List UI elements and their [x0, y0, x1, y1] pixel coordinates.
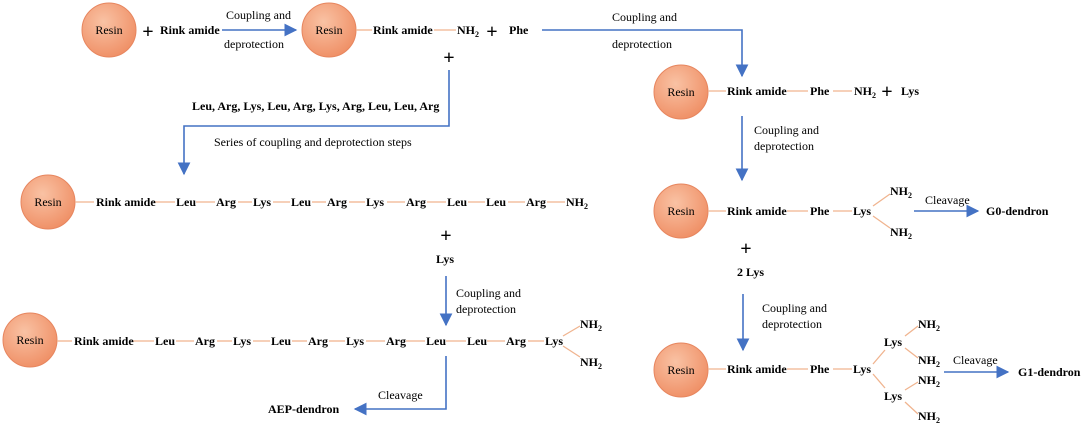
cleavage-label: Cleavage: [925, 193, 970, 207]
g1-dendron-label: G1-dendron: [1018, 365, 1081, 379]
plus-sign: +: [443, 47, 454, 69]
reaction-arrows: [177, 23, 1010, 416]
rink-amide-label: Rink amide: [96, 195, 156, 209]
residue-leu: Leu: [426, 334, 446, 348]
g0-dendron-label: G0-dendron: [986, 204, 1049, 218]
svg-text:Resin: Resin: [667, 363, 694, 377]
residue-arg: Arg: [308, 334, 328, 348]
coupling-label: Coupling and: [612, 10, 677, 24]
residue-leu: Leu: [176, 195, 196, 209]
amine-group: NH2: [580, 355, 602, 371]
residue-leu: Leu: [271, 334, 291, 348]
amine-group: NH2: [918, 353, 940, 369]
coupling-label: Coupling and: [754, 123, 819, 137]
residue-leu: Leu: [467, 334, 487, 348]
phe-label: Phe: [810, 204, 830, 218]
amine-group: NH2: [580, 317, 602, 333]
resin-bead: Resin: [301, 2, 357, 58]
residue-lys: Lys: [233, 334, 251, 348]
plus-sign: +: [486, 21, 497, 43]
deprotection-label: deprotection: [754, 139, 814, 153]
amine-group: NH2: [918, 317, 940, 333]
residue-lys: Lys: [366, 195, 384, 209]
resin-bead: Resin: [653, 342, 709, 398]
rink-amide-label: Rink amide: [74, 334, 134, 348]
plus-sign: +: [881, 81, 892, 103]
svg-text:Resin: Resin: [667, 204, 694, 218]
phe-label: Phe: [810, 84, 830, 98]
plus-sign: +: [440, 225, 451, 247]
residue-arg: Arg: [216, 195, 236, 209]
plus-sign: +: [740, 238, 751, 260]
phe-label: Phe: [810, 362, 830, 376]
amine-group: NH2: [457, 23, 479, 39]
coupling-label: Coupling and: [762, 301, 827, 315]
arrow-series-steps: [177, 70, 450, 176]
deprotection-label: deprotection: [612, 37, 672, 51]
residue-arg: Arg: [506, 334, 526, 348]
residue-lys: Lys: [253, 195, 271, 209]
amine-group: NH2: [890, 184, 912, 200]
plus-sign: +: [142, 21, 153, 43]
residue-lys: Lys: [346, 334, 364, 348]
amine-group: NH2: [918, 409, 940, 425]
residue-arg: Arg: [406, 195, 426, 209]
deprotection-label: deprotection: [224, 37, 284, 51]
bond-lines: [57, 29, 919, 415]
residue-leu: Leu: [291, 195, 311, 209]
svg-text:Resin: Resin: [16, 333, 43, 347]
resin-bead: Resin: [20, 174, 76, 230]
residue-lys: Lys: [884, 335, 902, 349]
deprotection-label: deprotection: [762, 317, 822, 331]
aep-dendron-label: AEP-dendron: [268, 402, 339, 416]
lys-label: Lys: [901, 84, 919, 98]
resin-bead: Resin: [653, 183, 709, 239]
amine-group: NH2: [918, 373, 940, 389]
residue-arg: Arg: [195, 334, 215, 348]
coupling-label: Coupling and: [456, 286, 521, 300]
residue-leu: Leu: [155, 334, 175, 348]
residue-lys: Lys: [545, 334, 563, 348]
svg-text:Resin: Resin: [667, 85, 694, 99]
rink-amide-label: Rink amide: [373, 23, 433, 37]
rink-amide-label: Rink amide: [727, 362, 787, 376]
rink-amide-label: Rink amide: [727, 204, 787, 218]
resin-bead: Resin: [2, 312, 58, 368]
arrow-cleavage-aep: [353, 356, 447, 416]
series-steps-label: Series of coupling and deprotection step…: [214, 135, 412, 149]
residue-lys: Lys: [884, 389, 902, 403]
residue-arg: Arg: [327, 195, 347, 209]
residue-lys: Lys: [853, 204, 871, 218]
amine-group: NH2: [890, 225, 912, 241]
amine-group: NH2: [566, 195, 588, 211]
residue-leu: Leu: [447, 195, 467, 209]
amine-group: NH2: [854, 84, 876, 100]
cleavage-label: Cleavage: [953, 353, 998, 367]
sequence-label: Leu, Arg, Lys, Leu, Arg, Lys, Arg, Leu, …: [192, 99, 439, 113]
residue-lys: Lys: [853, 362, 871, 376]
resin-bead: Resin: [653, 64, 709, 120]
resin-bead: Resin: [81, 2, 137, 58]
lys-label: Lys: [436, 252, 454, 266]
rink-amide-label: Rink amide: [727, 84, 787, 98]
svg-text:Resin: Resin: [34, 195, 61, 209]
deprotection-label: deprotection: [456, 302, 516, 316]
residue-leu: Leu: [486, 195, 506, 209]
residue-arg: Arg: [526, 195, 546, 209]
rink-amide-label: Rink amide: [160, 23, 220, 37]
cleavage-label: Cleavage: [378, 388, 423, 402]
svg-text:Resin: Resin: [95, 23, 122, 37]
two-lys-label: 2 Lys: [737, 265, 764, 279]
phe-label: Phe: [509, 23, 529, 37]
residue-arg: Arg: [386, 334, 406, 348]
arrow-coupling-2: [542, 29, 749, 78]
svg-text:Resin: Resin: [315, 23, 342, 37]
coupling-label: Coupling and: [226, 8, 291, 22]
